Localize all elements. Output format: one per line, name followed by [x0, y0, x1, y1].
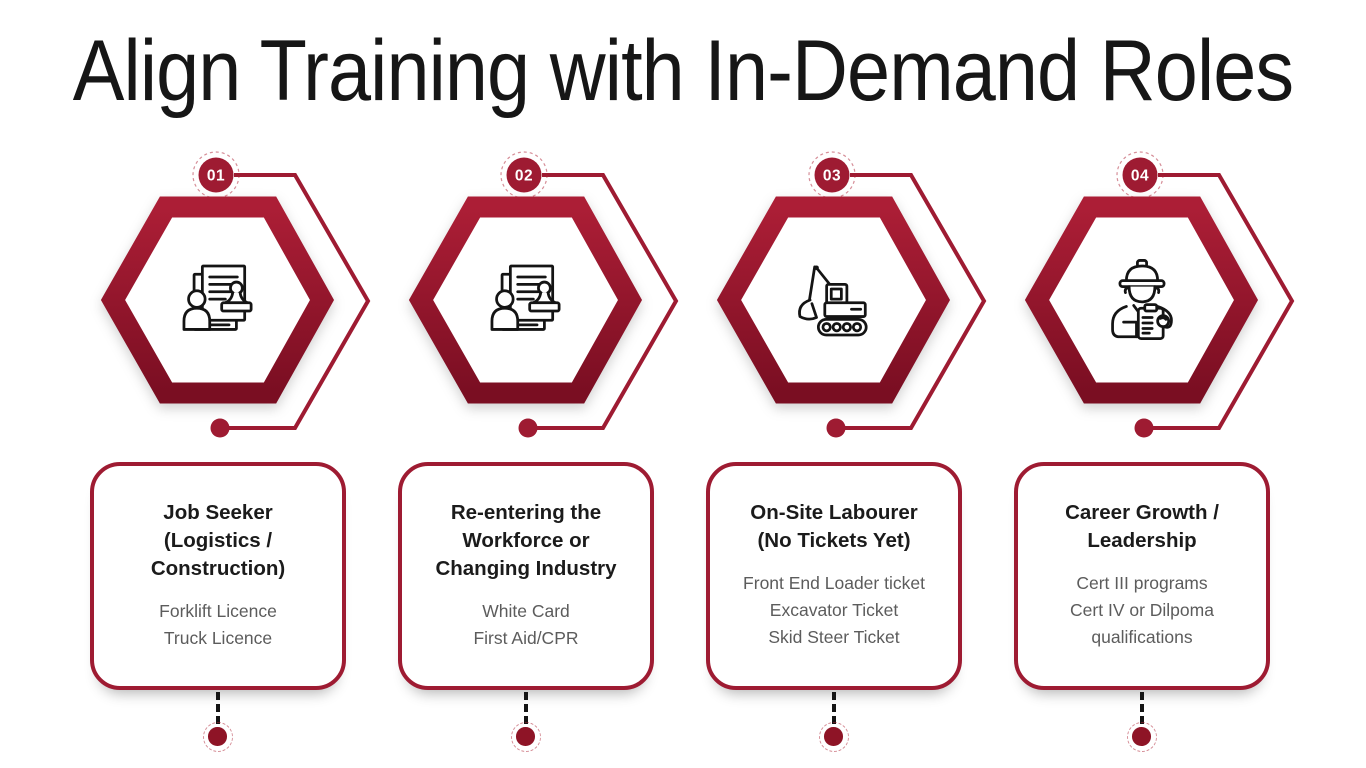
- step-badge-ring: [500, 151, 548, 199]
- card-item: Skid Steer Ticket: [768, 627, 900, 647]
- end-dot: [516, 727, 535, 746]
- page-title: Align Training with In-Demand Roles: [72, 23, 1294, 119]
- end-dot-ring: [203, 722, 233, 752]
- step-art: 04: [1024, 151, 1295, 438]
- card-items: White Card First Aid/CPR: [416, 598, 636, 652]
- dashed-connector: [524, 692, 528, 724]
- step-badge: [198, 157, 234, 193]
- step-card: Career Growth / Leadership Cert III prog…: [1014, 462, 1270, 690]
- dashed-connector: [216, 692, 220, 724]
- step-badge: [506, 157, 542, 193]
- step-badge-ring: [1116, 151, 1164, 199]
- worker-clipboard-icon: [1111, 259, 1173, 341]
- end-dot: [1132, 727, 1151, 746]
- card-items: Front End Loader ticket Excavator Ticket…: [724, 570, 944, 651]
- step-badge: [1122, 157, 1158, 193]
- end-dot-ring: [819, 722, 849, 752]
- card-title-line: Workforce or: [462, 529, 590, 552]
- connector-dot: [1134, 418, 1154, 438]
- card-item: Forklift Licence: [159, 601, 277, 621]
- card-title: Job Seeker (Logistics / Construction): [108, 499, 328, 583]
- connector-line: [225, 173, 371, 430]
- step-badge-ring: [192, 151, 240, 199]
- connector-line: [841, 173, 987, 430]
- card-items: Cert III programs Cert IV or Dilpoma qua…: [1032, 570, 1252, 651]
- end-dot: [208, 727, 227, 746]
- end-dot-ring: [511, 722, 541, 752]
- card-item: White Card: [482, 601, 570, 621]
- step-card: Re-entering the Workforce or Changing In…: [398, 462, 654, 690]
- connector-dot: [518, 418, 538, 438]
- step-art: 01: [100, 151, 371, 438]
- card-title-line: Job Seeker: [163, 501, 273, 524]
- person-documents-stamp-icon: [182, 264, 253, 331]
- connector-line: [1149, 173, 1295, 430]
- card-items: Forklift Licence Truck Licence: [108, 598, 328, 652]
- excavator-icon: [798, 265, 868, 337]
- card-item: Cert III programs: [1076, 573, 1208, 593]
- card-item: First Aid/CPR: [473, 628, 579, 648]
- step-number: 04: [1131, 168, 1149, 185]
- step-card: On-Site Labourer (No Tickets Yet) Front …: [706, 462, 962, 690]
- step-art: 02: [408, 151, 679, 438]
- card-title-line: Career Growth /: [1065, 501, 1219, 524]
- card-title-line: Changing Industry: [435, 557, 617, 580]
- step-art: 03: [716, 151, 987, 438]
- connector-dot: [826, 418, 846, 438]
- card-title-line: Construction): [150, 557, 286, 580]
- step-number: 02: [515, 168, 533, 185]
- card-title-line: Leadership: [1087, 529, 1197, 552]
- card-title-line: (No Tickets Yet): [757, 529, 911, 552]
- step-column-2: 02 Re-entering the Workforce or Changing…: [372, 140, 680, 768]
- card-title: Re-entering the Workforce or Changing In…: [416, 499, 636, 583]
- dashed-connector: [1140, 692, 1144, 724]
- card-item: Front End Loader ticket: [743, 573, 925, 593]
- connector-dot: [210, 418, 230, 438]
- person-documents-stamp-icon: [490, 264, 561, 331]
- step-column-4: 04 Career Growth / Leadership Cert III p…: [988, 140, 1296, 768]
- connector-line: [533, 173, 679, 430]
- step-card: Job Seeker (Logistics / Construction) Fo…: [90, 462, 346, 690]
- card-item: Cert IV or Dilpoma qualifications: [1070, 600, 1214, 647]
- card-title: Career Growth / Leadership: [1032, 499, 1252, 555]
- card-item: Excavator Ticket: [769, 600, 899, 620]
- step-number: 03: [823, 168, 841, 185]
- end-dot-ring: [1127, 722, 1157, 752]
- card-item: Truck Licence: [163, 628, 273, 648]
- step-badge: [814, 157, 850, 193]
- card-title-line: Re-entering the: [450, 501, 602, 524]
- step-column-1: 01 Job Seeker (Logistics / Construction)…: [64, 140, 372, 768]
- step-number: 01: [207, 168, 225, 185]
- card-title: On-Site Labourer (No Tickets Yet): [724, 499, 944, 555]
- step-badge-ring: [808, 151, 856, 199]
- card-title-line: On-Site Labourer: [750, 501, 918, 524]
- dashed-connector: [832, 692, 836, 724]
- card-title-line: (Logistics /: [163, 529, 273, 552]
- end-dot: [824, 727, 843, 746]
- step-column-3: 03 On-Site Labourer (No Tickets Yet) Fro…: [680, 140, 988, 768]
